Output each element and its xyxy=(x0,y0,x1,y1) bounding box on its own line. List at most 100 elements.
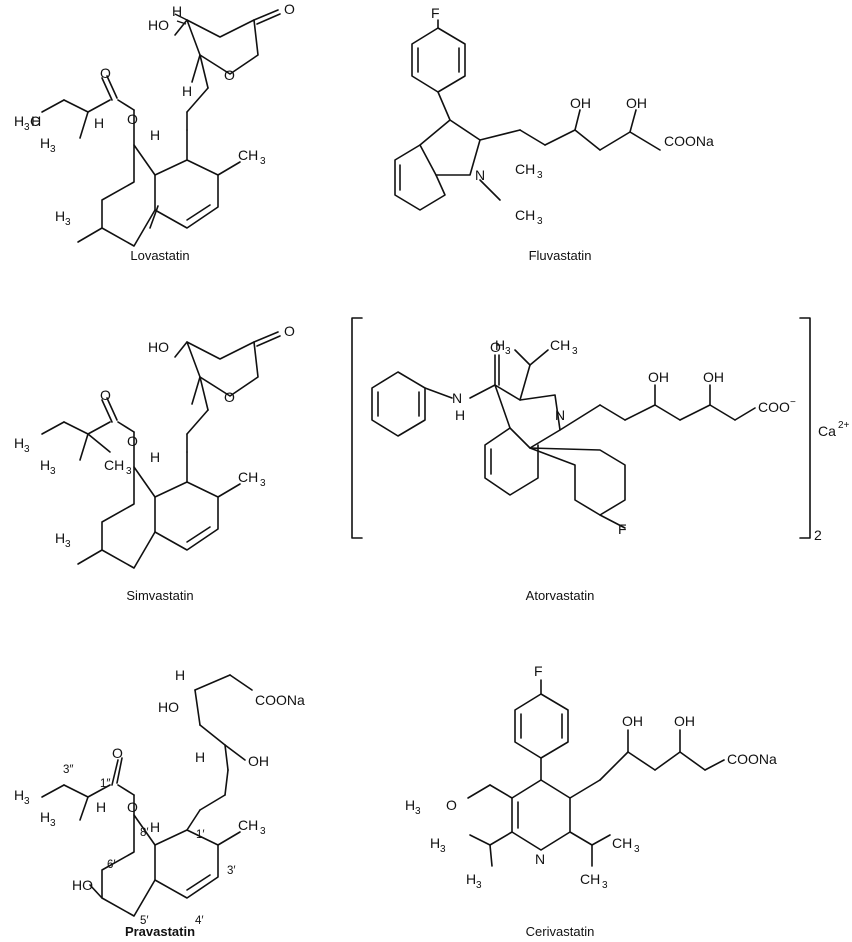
cerivastatin-ether-o: O xyxy=(446,797,457,813)
subscript: 3 xyxy=(260,826,266,837)
pravastatin-ho-1: HO xyxy=(158,699,179,715)
pravastatin-h-2: H xyxy=(195,749,205,765)
lovastatin-h3-label: H xyxy=(150,127,160,143)
pravastatin-ester-o2: O xyxy=(127,799,138,815)
cerivastatin-h3c-b: H xyxy=(466,871,476,887)
lovastatin-h-label: H xyxy=(172,3,182,19)
cerivastatin-f: F xyxy=(534,663,543,679)
atorvastatin-nh: N xyxy=(452,390,462,406)
pravastatin-coona: COONa xyxy=(255,692,305,708)
locant-3pp: 3″ xyxy=(63,764,73,776)
subscript: 3 xyxy=(634,844,640,855)
fluvastatin-coona: COONa xyxy=(664,133,714,149)
fluvastatin-ch3-a: CH xyxy=(515,161,535,177)
locant-4p: 4′ xyxy=(195,915,204,927)
atorvastatin-oh-1: OH xyxy=(648,369,669,385)
subscript: 3 xyxy=(537,216,543,227)
caption-lovastatin: Lovastatin xyxy=(130,248,189,263)
subscript: 3 xyxy=(24,444,30,455)
simvastatin-h3c-c: H xyxy=(55,530,65,546)
lovastatin-h3c-b: H xyxy=(40,135,50,151)
pravastatin-oh-2: OH xyxy=(248,753,269,769)
pravastatin-ho-3: HO xyxy=(72,877,93,893)
caption-cerivastatin: Cerivastatin xyxy=(526,924,595,939)
lovastatin-h3c-a: H xyxy=(14,113,24,129)
subscript: 3 xyxy=(50,818,56,829)
cerivastatin-h3c-a: H xyxy=(430,835,440,851)
subscript: 3 xyxy=(126,466,132,477)
caption-atorvastatin: Atorvastatin xyxy=(526,588,595,603)
subscript: 3 xyxy=(505,346,511,357)
simvastatin-ring-o: O xyxy=(224,389,235,405)
lovastatin-ring-o: O xyxy=(224,67,235,83)
simvastatin-ho-label: HO xyxy=(148,339,169,355)
subscript: 3 xyxy=(24,122,30,133)
cerivastatin-oh-1: OH xyxy=(622,713,643,729)
subscript: 3 xyxy=(50,144,56,155)
subscript: 3 xyxy=(65,217,71,228)
subscript: 3 xyxy=(602,880,608,891)
subscript: 3 xyxy=(537,170,543,181)
caption-pravastatin: Pravastatin xyxy=(125,924,195,939)
atorvastatin-coo: COO xyxy=(758,399,790,415)
pravastatin-ch3: CH xyxy=(238,817,258,833)
lovastatin-ester-o: O xyxy=(100,65,111,81)
simvastatin-carbonyl-o: O xyxy=(284,323,295,339)
simvastatin-h3c-b: H xyxy=(40,457,50,473)
fluvastatin-ch3-b: CH xyxy=(515,207,535,223)
atorvastatin-f: F xyxy=(618,521,627,537)
simvastatin-ester-o: O xyxy=(100,387,111,403)
lovastatin-h3c-a-c: CH xyxy=(30,113,40,129)
atorvastatin-oh-2: OH xyxy=(703,369,724,385)
atorvastatin-carbonyl-o: O xyxy=(490,339,501,355)
fluvastatin-structure xyxy=(394,19,661,211)
simvastatin-h3c-a: H xyxy=(14,435,24,451)
atorvastatin-h3c: H xyxy=(495,337,505,353)
atorvastatin-ca: Ca xyxy=(818,423,836,439)
atorvastatin-n: N xyxy=(555,407,565,423)
subscript: 3 xyxy=(440,844,446,855)
lovastatin-h2-label: H xyxy=(182,83,192,99)
locant-8p: 8′ xyxy=(140,827,149,839)
atorvastatin-stoich: 2 xyxy=(814,527,822,543)
lovastatin-structure xyxy=(41,9,281,247)
cerivastatin-ch3-b: CH xyxy=(580,871,600,887)
fluvastatin-oh-1: OH xyxy=(570,95,591,111)
cerivastatin-structure xyxy=(467,679,725,867)
subscript: 3 xyxy=(24,796,30,807)
pravastatin-h3c-a: H xyxy=(14,787,24,803)
atorvastatin-structure xyxy=(351,317,811,539)
pravastatin-h-1: H xyxy=(175,667,185,683)
subscript: 3 xyxy=(260,156,266,167)
subscript: 3 xyxy=(415,806,421,817)
locant-5p: 5′ xyxy=(140,915,149,927)
lovastatin-h4-label: H xyxy=(94,115,104,131)
simvastatin-ester-o2: O xyxy=(127,433,138,449)
pravastatin-h-3: H xyxy=(150,819,160,835)
subscript: 3 xyxy=(260,478,266,489)
subscript: 3 xyxy=(572,346,578,357)
simvastatin-ch3-label: CH xyxy=(238,469,258,485)
lovastatin-h3c-c: H xyxy=(55,208,65,224)
lovastatin-carbonyl-o: O xyxy=(284,1,295,17)
pravastatin-h3c-b: H xyxy=(40,809,50,825)
locant-1pp: 1″ xyxy=(100,778,110,790)
pravastatin-h-4: H xyxy=(96,799,106,815)
simvastatin-ch3-b: CH xyxy=(104,457,124,473)
lovastatin-ch3-label: CH xyxy=(238,147,258,163)
subscript: 3 xyxy=(476,880,482,891)
atorvastatin-ch3: CH xyxy=(550,337,570,353)
simvastatin-h-label: H xyxy=(150,449,160,465)
fluvastatin-f: F xyxy=(431,5,440,21)
lovastatin-ho-label: HO xyxy=(148,17,169,33)
atorvastatin-nh-h: H xyxy=(455,407,465,423)
pravastatin-ester-o: O xyxy=(112,745,123,761)
lovastatin-ester-o2: O xyxy=(127,111,138,127)
caption-fluvastatin: Fluvastatin xyxy=(529,248,592,263)
fluvastatin-n: N xyxy=(475,167,485,183)
cerivastatin-oh-2: OH xyxy=(674,713,695,729)
caption-simvastatin: Simvastatin xyxy=(126,588,193,603)
cerivastatin-h3c-o: H xyxy=(405,797,415,813)
cerivastatin-ch3-a: CH xyxy=(612,835,632,851)
